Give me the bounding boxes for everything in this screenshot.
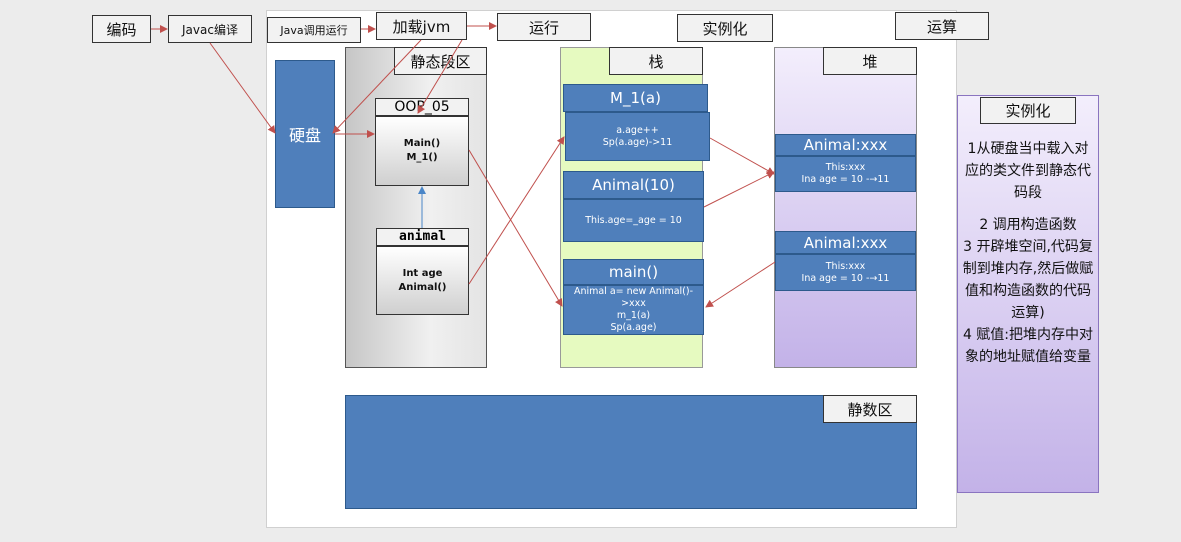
animal-member-age: Int age	[402, 267, 443, 279]
encode-step: 编码	[92, 15, 151, 43]
java-run-step: Java调用运行	[267, 17, 361, 43]
heap-object-1-head: Animal:xxx	[775, 134, 916, 156]
arrow-compile-to-disk	[209, 42, 276, 134]
arrow-animal-frame-to-heap	[703, 171, 775, 208]
javac-compile-step: Javac编译	[168, 15, 252, 43]
description-text: 1从硬盘当中载入对应的类文件到静态代码段 2 调用构造函数 3 开辟堆空间,代码…	[962, 138, 1094, 368]
stack-title: 栈	[609, 47, 703, 75]
arrow-load-to-class	[417, 39, 463, 114]
frame-line: Sp(a.age)	[610, 322, 657, 333]
frame-line: m_1(a)	[616, 310, 651, 321]
heap-object-1-body: This:xxx Ina age = 10 -→11	[775, 156, 916, 192]
description-panel	[957, 95, 1099, 493]
stack-frame-m1-head: M_1(a)	[563, 84, 708, 112]
heap-region	[774, 47, 917, 368]
arrow-load-to-disk	[332, 39, 422, 134]
disk-box: 硬盘	[275, 60, 335, 208]
animal-member-constructor: Animal()	[398, 281, 447, 293]
oop-member-m1: M_1()	[406, 152, 438, 163]
frame-line: Sp(a.age)->11	[602, 136, 673, 148]
static-data-region	[345, 395, 917, 509]
arrow-m1-to-heap	[709, 137, 775, 175]
arrow-heap-to-main	[705, 261, 776, 308]
arrow-animal-to-stack	[468, 136, 565, 285]
description-step-1: 1从硬盘当中载入对应的类文件到静态代码段	[965, 141, 1091, 201]
load-jvm-step: 加载jvm	[376, 12, 467, 40]
frame-line: Animal a= new Animal()-	[573, 286, 694, 297]
stack-frame-main-body: Animal a= new Animal()- >xxx m_1(a) Sp(a…	[563, 285, 704, 335]
description-step-2: 2 调用构造函数	[979, 217, 1077, 233]
stack-frame-m1-body: a.age++ Sp(a.age)->11	[565, 112, 710, 161]
stack-frame-main-head: main()	[563, 259, 704, 285]
stack-frame-animal-head: Animal(10)	[563, 171, 704, 199]
instantiate-step: 实例化	[677, 14, 773, 42]
oop-member-main: Main()	[403, 138, 441, 149]
compute-step: 运算	[895, 12, 989, 40]
frame-line: >xxx	[621, 298, 646, 309]
heap-object-2-body: This:xxx Ina age = 10 -→11	[775, 254, 916, 291]
frame-line: a.age++	[616, 124, 659, 136]
run-step: 运行	[497, 13, 591, 41]
object-line: This:xxx	[825, 162, 866, 173]
description-step-4: 4 赋值:把堆内存中对象的地址赋值给变量	[962, 327, 1094, 365]
stack-frame-animal-body: This.age=_age = 10	[563, 199, 704, 242]
animal-class-body: Int age Animal()	[376, 246, 469, 315]
object-line: Ina age = 10 -→11	[801, 174, 890, 185]
disk-label: 硬盘	[288, 126, 321, 145]
heap-title: 堆	[823, 47, 917, 75]
oop-class-body: Main() M_1()	[375, 116, 469, 186]
animal-class-name: animal	[376, 228, 469, 246]
description-step-3: 3 开辟堆空间,代码复制到堆内存,然后做赋值和构造函数的代码运算)	[962, 239, 1094, 321]
static-data-title: 静数区	[823, 395, 917, 423]
static-code-title: 静态段区	[394, 47, 487, 75]
object-line: Ina age = 10 -→11	[801, 272, 890, 284]
arrow-main-to-stack	[468, 149, 563, 307]
frame-line: This.age=_age = 10	[585, 214, 682, 226]
heap-object-2-head: Animal:xxx	[775, 231, 916, 254]
object-line: This:xxx	[825, 260, 866, 272]
description-title: 实例化	[980, 97, 1076, 124]
